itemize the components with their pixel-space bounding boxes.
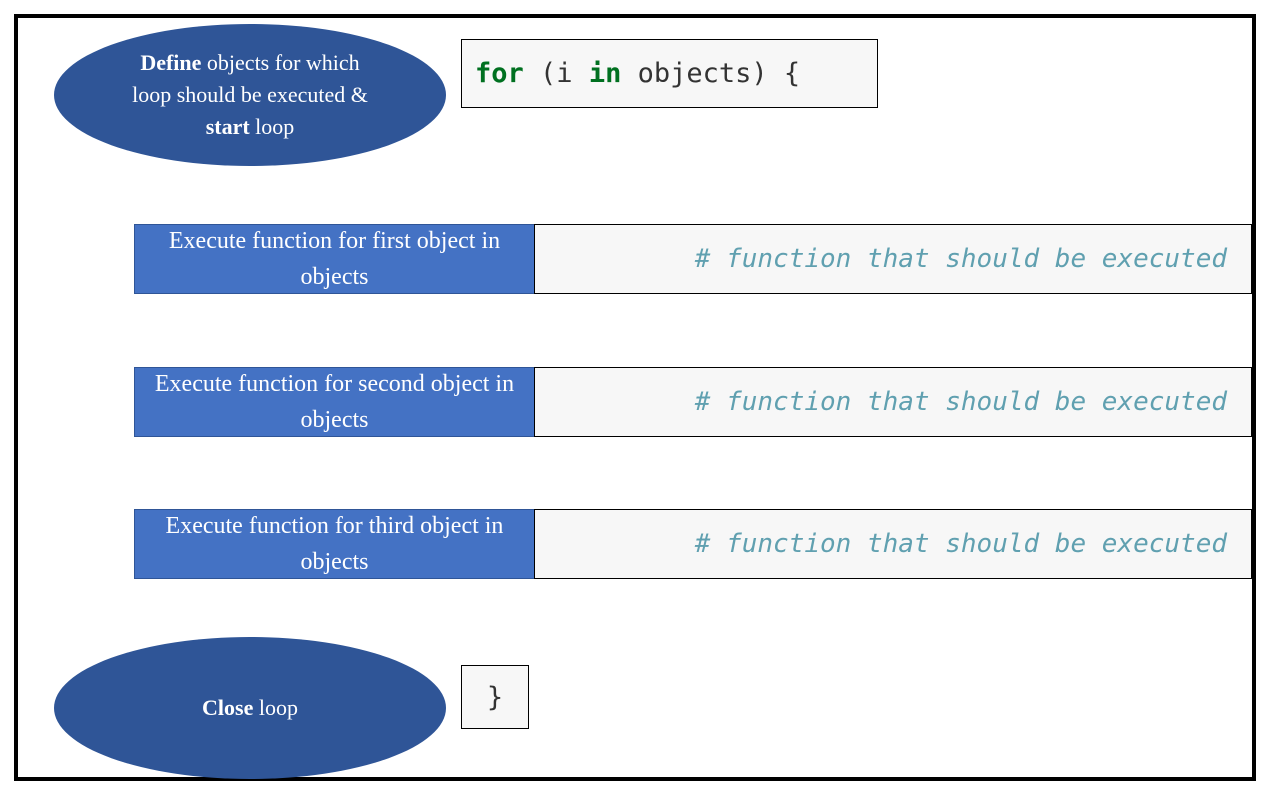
- start-loop-text-part-1: objects for which loop should be execute…: [132, 50, 368, 107]
- step-code-first: # function that should be executed: [534, 224, 1252, 294]
- for-code-tail: objects) {: [621, 58, 801, 89]
- for-code-middle: (i: [523, 58, 589, 89]
- close-loop-bold: Close: [202, 695, 254, 720]
- close-loop-text-part: loop: [253, 695, 298, 720]
- step-label-third: Execute function for third object in obj…: [134, 509, 535, 579]
- close-loop-ellipse: Close loop: [54, 637, 446, 779]
- close-brace-code-box: }: [461, 665, 529, 729]
- start-loop-text: Define objects for which loop should be …: [120, 47, 380, 143]
- start-loop-ellipse: Define objects for which loop should be …: [54, 24, 446, 166]
- step-label-first: Execute function for first object in obj…: [134, 224, 535, 294]
- step-code-third: # function that should be executed: [534, 509, 1252, 579]
- start-loop-bold-start: start: [205, 114, 250, 139]
- step-label-second: Execute function for second object in ob…: [134, 367, 535, 437]
- keyword-in: in: [588, 58, 622, 89]
- start-loop-bold-define: Define: [140, 50, 202, 75]
- keyword-for: for: [475, 58, 524, 89]
- step-code-second: # function that should be executed: [534, 367, 1252, 437]
- close-loop-text: Close loop: [202, 692, 298, 724]
- for-loop-code-box: for (i in objects) {: [461, 39, 878, 108]
- start-loop-text-part-2: loop: [249, 114, 295, 139]
